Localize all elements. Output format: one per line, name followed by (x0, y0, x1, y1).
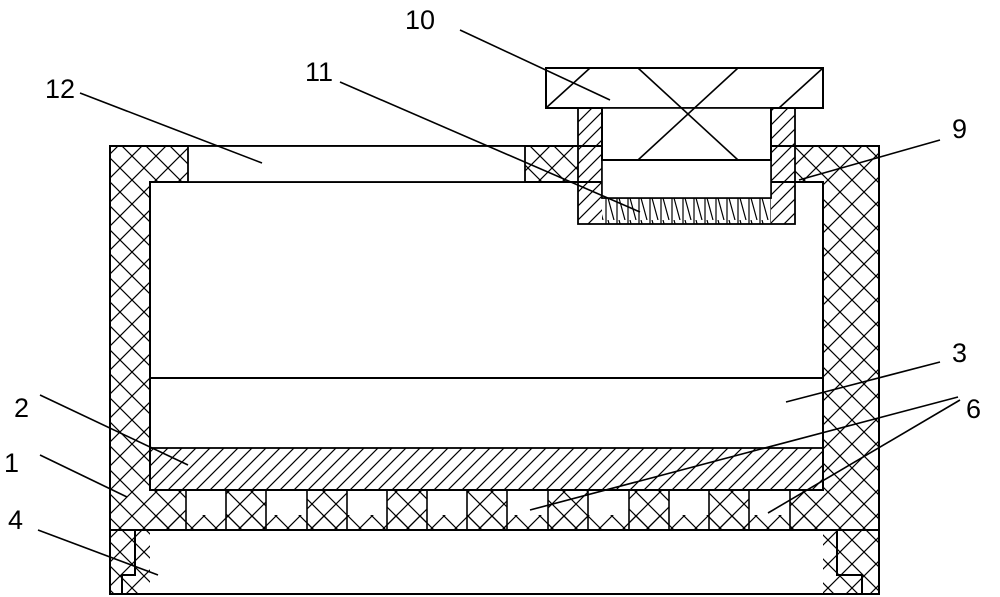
label-12: 12 (45, 74, 75, 104)
label-10: 10 (405, 5, 435, 35)
top-opening (188, 146, 525, 182)
filter-element (602, 160, 771, 198)
label-3: 3 (952, 338, 967, 368)
label-2: 2 (14, 393, 29, 423)
label-11: 11 (305, 57, 333, 87)
label-9: 9 (952, 114, 967, 144)
label-1: 1 (4, 448, 19, 478)
hatched-plate (150, 448, 823, 490)
bottom-base (110, 530, 879, 594)
label-6: 6 (966, 394, 981, 424)
label-4: 4 (8, 505, 23, 535)
